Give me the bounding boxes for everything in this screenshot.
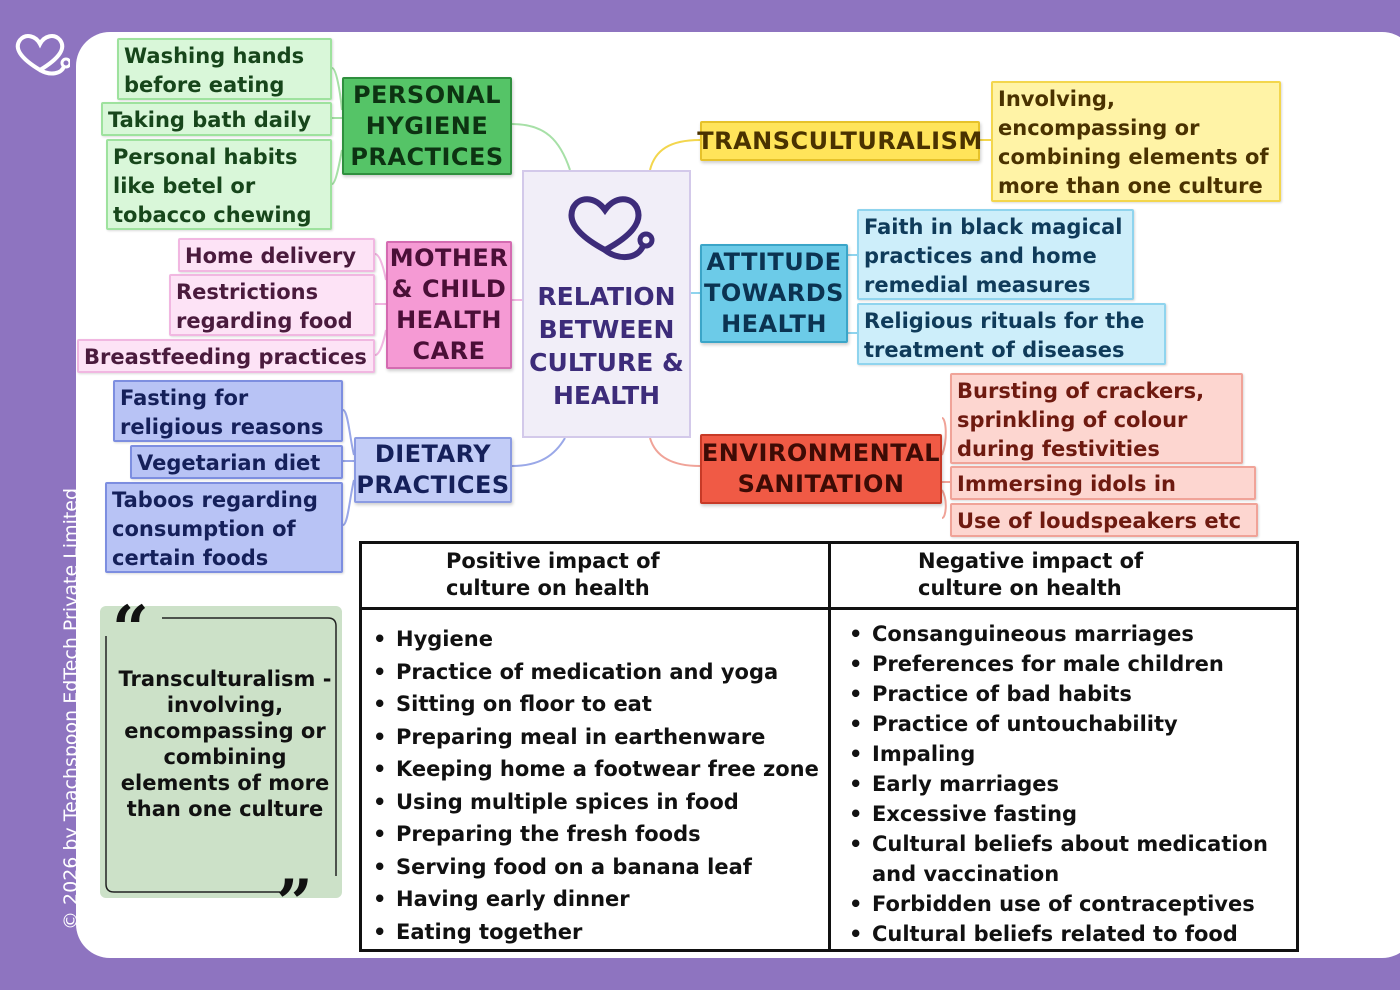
mother-item-breastfeeding: Breastfeeding practices xyxy=(77,339,375,373)
dietary-item-fasting: Fasting for religious reasons xyxy=(113,380,343,442)
hygiene-item-washing-hands: Washing hands before eating xyxy=(117,38,332,100)
negative-impact-item: Practice of bad habits xyxy=(846,679,1286,709)
positive-impact-item: Preparing the fresh foods xyxy=(370,818,820,851)
positive-impact-item: Keeping home a footwear free zone xyxy=(370,753,820,786)
topic-attitude: ATTITUDE TOWARDS HEALTH xyxy=(700,244,848,343)
impact-table: Positive impact of culture on health Neg… xyxy=(359,541,1299,952)
heart-stethoscope-logo-icon xyxy=(15,34,70,76)
positive-impact-list: HygienePractice of medication and yogaSi… xyxy=(370,623,820,948)
negative-impact-item: Impaling xyxy=(846,739,1286,769)
positive-impact-item: Using multiple spices in food xyxy=(370,786,820,819)
topic-dietary: DIETARY PRACTICES xyxy=(354,437,512,503)
negative-impact-list: Consanguineous marriagesPreferences for … xyxy=(846,619,1286,949)
positive-impact-header: Positive impact of culture on health xyxy=(446,549,660,600)
topic-transculturalism: TRANSCULTURALISM xyxy=(697,121,982,161)
topic-personal-hygiene: PERSONAL HYGIENE PRACTICES xyxy=(342,77,512,175)
environment-item-idols: Immersing idols in water xyxy=(950,466,1256,525)
mother-item-home-delivery: Home delivery xyxy=(178,238,375,272)
positive-impact-item: Serving food on a banana leaf xyxy=(370,851,820,884)
dietary-item-vegetarian: Vegetarian diet xyxy=(130,445,343,479)
close-quote-icon: ” xyxy=(276,866,313,941)
mother-item-food-restrictions: Restrictions regarding food xyxy=(169,274,375,336)
positive-impact-item: Preparing meal in earthenware xyxy=(370,721,820,754)
environment-item-crackers: Bursting of crackers, sprinkling of colo… xyxy=(950,373,1243,464)
negative-impact-item: Forbidden use of contraceptives xyxy=(846,889,1286,919)
attitude-item-religious-rituals: Religious rituals for the treatment of d… xyxy=(857,303,1166,365)
transculturalism-item-definition: Involving, encompassing or combining ele… xyxy=(991,81,1281,202)
negative-impact-item: Early marriages xyxy=(846,769,1286,799)
central-topic: RELATION BETWEEN CULTURE & HEALTH xyxy=(522,170,691,438)
positive-impact-item: Having early dinner xyxy=(370,883,820,916)
negative-impact-item: Cultural beliefs related to food xyxy=(846,919,1286,949)
positive-impact-item: Hygiene xyxy=(370,623,820,656)
topic-mother-child: MOTHER & CHILD HEALTH CARE xyxy=(386,241,512,369)
central-topic-title: RELATION BETWEEN CULTURE & HEALTH xyxy=(529,282,684,410)
positive-impact-item: Sitting on floor to eat xyxy=(370,688,820,721)
quote-box xyxy=(100,606,342,898)
negative-impact-item: Practice of untouchability xyxy=(846,709,1286,739)
hygiene-item-bath: Taking bath daily xyxy=(101,102,332,136)
dietary-item-taboos: Taboos regarding consumption of certain … xyxy=(105,482,343,573)
negative-impact-item: Consanguineous marriages xyxy=(846,619,1286,649)
attitude-item-black-magic: Faith in black magical practices and hom… xyxy=(857,209,1134,300)
positive-impact-item: Practice of medication and yoga xyxy=(370,656,820,689)
table-divider-horizontal xyxy=(362,607,1296,610)
negative-impact-item: Excessive fasting xyxy=(846,799,1286,829)
quote-text: Transculturalism - involving, encompassi… xyxy=(118,667,332,821)
heart-stethoscope-icon xyxy=(568,196,654,260)
negative-impact-item: Cultural beliefs about medication and va… xyxy=(846,829,1286,889)
negative-impact-header: Negative impact of culture on health xyxy=(918,549,1144,600)
open-quote-icon: “ xyxy=(112,592,149,667)
table-divider-vertical xyxy=(828,544,831,949)
positive-impact-item: Eating together xyxy=(370,916,820,949)
topic-environmental: ENVIRONMENTAL SANITATION xyxy=(700,434,942,504)
quote-border xyxy=(105,617,337,893)
hygiene-item-personal-habits: Personal habits like betel or tobacco ch… xyxy=(106,139,332,230)
environment-item-loudspeakers: Use of loudspeakers etc xyxy=(950,503,1258,537)
negative-impact-item: Preferences for male children xyxy=(846,649,1286,679)
